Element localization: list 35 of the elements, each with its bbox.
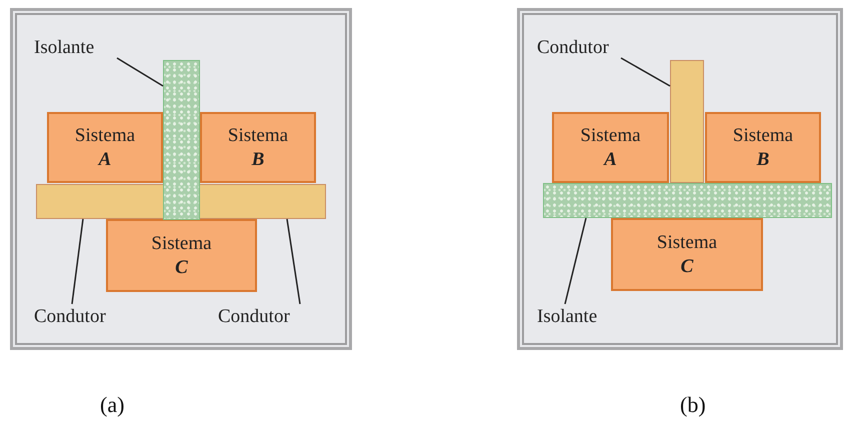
system-name: Sistema	[228, 124, 288, 148]
part-label: Condutor	[537, 37, 609, 59]
panel-caption: (a)	[100, 392, 124, 418]
system-letter: C	[680, 254, 694, 278]
leader-line	[116, 57, 164, 87]
system-letter: B	[252, 148, 264, 172]
system-block	[552, 112, 669, 183]
conductor-bar	[670, 60, 704, 183]
system-name: Sistema	[74, 124, 136, 148]
system-letter: C	[175, 256, 188, 280]
system-letter: B	[756, 148, 770, 172]
part-label: Condutor	[34, 306, 106, 328]
leader-line	[620, 57, 670, 87]
insulator-bar	[163, 60, 200, 220]
panel-frame	[517, 8, 843, 350]
leader-line	[564, 218, 587, 304]
system-block	[47, 112, 163, 183]
leader-line	[286, 218, 301, 304]
system-name: Sistema	[656, 230, 718, 254]
system-letter: A	[604, 148, 617, 172]
insulator-bar	[543, 183, 832, 218]
system-block	[705, 112, 821, 183]
part-label: Condutor	[218, 306, 290, 328]
system-block	[611, 218, 763, 291]
system-name: Sistema	[580, 124, 641, 148]
system-name: Sistema	[732, 124, 794, 148]
leader-line	[71, 218, 84, 304]
system-name: Sistema	[151, 232, 212, 256]
panel-caption: (b)	[680, 392, 706, 418]
part-label: Isolante	[537, 306, 598, 328]
system-block	[106, 219, 257, 292]
panel-frame	[10, 8, 352, 350]
system-block	[200, 112, 316, 183]
system-letter: A	[98, 148, 112, 172]
part-label: Isolante	[34, 37, 94, 59]
